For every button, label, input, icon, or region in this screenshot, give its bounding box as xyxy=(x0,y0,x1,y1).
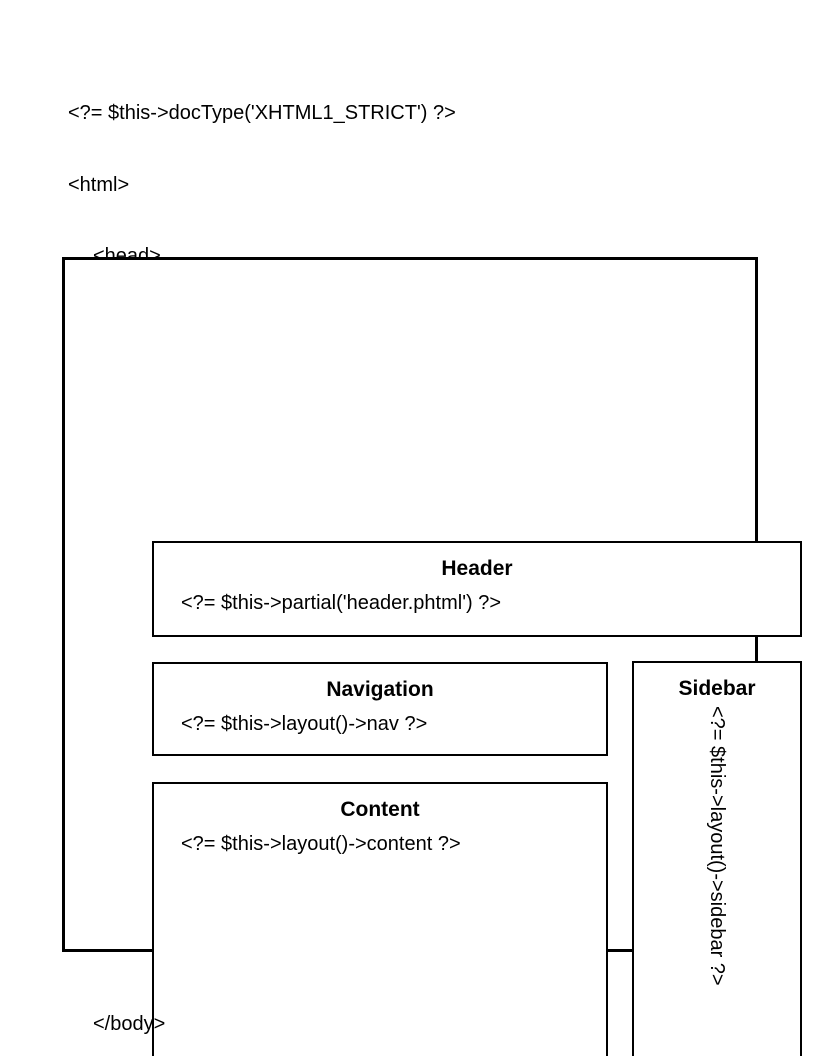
code-line: </body> xyxy=(93,1013,166,1036)
code-listing-bottom: </body> </html> xyxy=(68,966,165,1056)
header-box-title: Header xyxy=(441,557,513,580)
body-layout-box: Header <?= $this->partial('header.phtml'… xyxy=(62,257,802,1056)
navigation-box: Navigation <?= $this->layout()->nav ?> xyxy=(152,662,608,756)
header-box-code: <?= $this->partial('header.phtml') ?> xyxy=(181,592,502,614)
code-line: <html> xyxy=(68,173,130,196)
content-box-code: <?= $this->layout()->content ?> xyxy=(181,833,461,855)
navigation-box-code: <?= $this->layout()->nav ?> xyxy=(181,713,428,735)
content-box-title: Content xyxy=(340,798,420,821)
sidebar-box-title: Sidebar xyxy=(678,677,756,700)
sidebar-box-code-vertical: <?= $this->layout()->sidebar ?> xyxy=(706,706,728,986)
navigation-box-title: Navigation xyxy=(326,678,434,701)
header-box: Header <?= $this->partial('header.phtml'… xyxy=(152,541,802,637)
code-line: <?= $this->docType('XHTML1_STRICT') ?> xyxy=(68,102,456,125)
sidebar-box: Sidebar <?= $this->layout()->sidebar ?> xyxy=(632,661,802,1056)
content-box: Content <?= $this->layout()->content ?> xyxy=(152,782,608,1056)
